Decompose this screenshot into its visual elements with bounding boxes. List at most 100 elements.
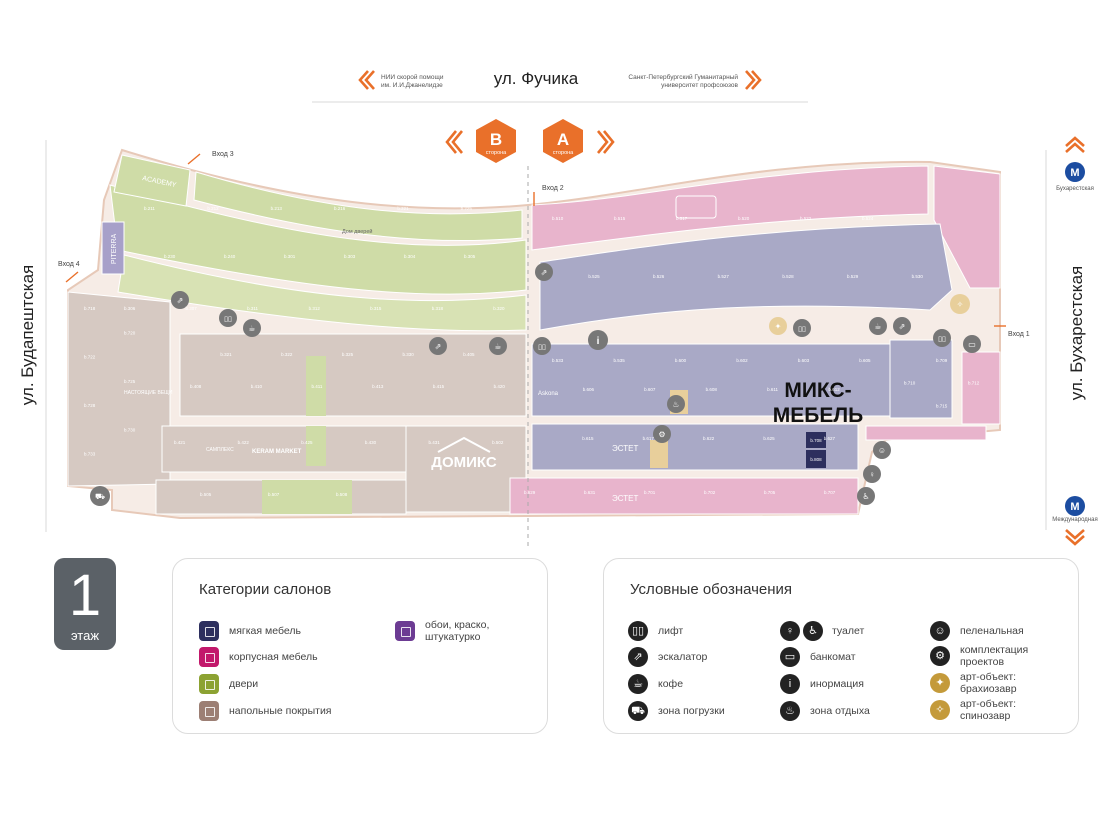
legend-rest-zone: ♨ зона отдыха bbox=[780, 701, 870, 721]
info-icon: i bbox=[588, 330, 608, 350]
legend-escalator: ⇗ эскалатор bbox=[628, 647, 707, 667]
chevron-right-icon bbox=[596, 130, 615, 154]
svg-text:i: i bbox=[597, 336, 600, 347]
wardrobe-icon bbox=[199, 647, 219, 667]
door-strip bbox=[306, 356, 326, 416]
legend-label: пеленальная bbox=[960, 625, 1024, 637]
nastoy-label: НАСТОЯЩИЕ ВЕЩИ bbox=[124, 390, 173, 396]
zone-a-pink-strip bbox=[865, 425, 987, 441]
svg-text:⚙: ⚙ bbox=[658, 430, 665, 439]
coffee-icon: ☕ bbox=[869, 317, 887, 335]
unit-number: b.608 bbox=[706, 387, 718, 392]
unit-number: b.431 bbox=[429, 440, 441, 445]
zone-b-west-block bbox=[67, 291, 171, 487]
legend-label: комплектация проектов bbox=[960, 644, 1029, 668]
unit-number: b.707 bbox=[824, 490, 836, 495]
askona-label: Askona bbox=[538, 391, 559, 397]
side-a-badge bbox=[543, 119, 583, 163]
baby-room-icon: ☺ bbox=[873, 441, 891, 459]
unit-number: b.507 bbox=[268, 492, 280, 497]
zone-a-east-block bbox=[933, 165, 1001, 289]
categories-panel: Категории салонов мягкая мебель корпусна… bbox=[172, 558, 548, 734]
entrance-3-label: Вход 3 bbox=[212, 151, 234, 158]
escalator-icon: ⇗ bbox=[628, 647, 648, 667]
svg-text:☕: ☕ bbox=[874, 322, 881, 331]
unit-number: b.515 bbox=[614, 216, 626, 221]
unit-number: b.600 bbox=[675, 358, 687, 363]
unit-number: b.530 bbox=[912, 274, 924, 279]
chevron-left-icon bbox=[445, 130, 464, 154]
coffee-icon: ☕ bbox=[628, 674, 648, 694]
legend-label: лифт bbox=[658, 625, 684, 637]
legend-atm: ▭ банкомат bbox=[780, 647, 856, 667]
door-strip bbox=[306, 426, 326, 466]
category-flooring: напольные покрытия bbox=[199, 701, 332, 721]
elevator-icon: ▯▯ bbox=[933, 329, 951, 347]
unit-number: b.705 bbox=[764, 490, 776, 495]
legend-info: i инормация bbox=[780, 674, 864, 694]
escalator-icon: ⇗ bbox=[429, 337, 447, 355]
category-label: корпусная мебель bbox=[229, 651, 318, 663]
unit-number: b.709 bbox=[936, 358, 948, 363]
entrance-2: Вход 2 bbox=[533, 185, 564, 206]
projects-icon: ⚙ bbox=[930, 646, 950, 666]
flooring-icon bbox=[199, 701, 219, 721]
unit-number: b.622 bbox=[703, 436, 715, 441]
unit-number: b.311 bbox=[247, 306, 258, 311]
unit-number: b.722 bbox=[84, 355, 96, 360]
floor-covering-strip bbox=[650, 440, 668, 468]
svg-text:♿: ♿ bbox=[862, 492, 869, 501]
category-label: двери bbox=[229, 678, 259, 690]
category-wallpaper-paint: обои, краско, штукатурко bbox=[395, 619, 525, 643]
category-label: обои, краско, штукатурко bbox=[425, 619, 490, 643]
entrance-4: Вход 4 bbox=[58, 261, 80, 283]
svg-text:♨: ♨ bbox=[672, 400, 679, 409]
unit-number: b.240 bbox=[224, 254, 236, 259]
side-a-letter: A bbox=[557, 130, 569, 149]
unit-number: b.607 bbox=[644, 387, 656, 392]
coffee-icon: ☕ bbox=[489, 337, 507, 355]
projects-icon: ⚙ bbox=[653, 425, 671, 443]
coffee-icon: ☕ bbox=[243, 319, 261, 337]
brachiosaurus-icon: ✦ bbox=[769, 317, 787, 335]
legend-label: зона отдыха bbox=[810, 705, 870, 717]
legend-label: банкомат bbox=[810, 651, 856, 663]
unit-number: b.408 bbox=[190, 384, 202, 389]
unit-number: b.304 bbox=[404, 254, 416, 259]
side-b-letter: B bbox=[490, 130, 502, 149]
unit-number: b.321 bbox=[220, 352, 232, 357]
zone-b-top-strip bbox=[193, 171, 523, 242]
svg-text:☕: ☕ bbox=[248, 324, 255, 333]
highlight-unit-lower-label: b.808 bbox=[810, 457, 822, 462]
unit-number: b.307 bbox=[186, 306, 198, 311]
highlight-unit-lower bbox=[806, 450, 826, 468]
legend-loading-zone: ⛟ зона погрузки bbox=[628, 701, 725, 721]
unit-number: b.712 bbox=[968, 381, 980, 386]
unit-number: b.710 bbox=[904, 381, 916, 386]
legend-label: инормация bbox=[810, 678, 864, 690]
svg-text:♀: ♀ bbox=[869, 470, 875, 479]
legend-label: эскалатор bbox=[658, 651, 708, 663]
landmark-left-line1: НИИ скорой помощи bbox=[381, 73, 444, 81]
elevator-icon: ▯▯ bbox=[793, 319, 811, 337]
accessible-icon: ♿ bbox=[803, 621, 823, 641]
legend-label: туалет bbox=[832, 625, 865, 637]
unit-number: b.728 bbox=[84, 403, 96, 408]
rest-zone-icon: ♨ bbox=[667, 395, 685, 413]
unit-number: b.529 bbox=[847, 274, 859, 279]
zone-b-north-row bbox=[109, 184, 527, 295]
keram-label: KERAM MARKET bbox=[252, 449, 302, 455]
entrance-1-label: Вход 1 bbox=[1008, 331, 1030, 338]
unit-number: b.502 bbox=[492, 440, 504, 445]
unit-number: b.430 bbox=[365, 440, 377, 445]
loading-zone-icon: ⛟ bbox=[90, 486, 110, 506]
estet-label-2: ЭСТЕТ bbox=[612, 494, 638, 503]
unit-number: b.730 bbox=[124, 427, 136, 432]
legend-coffee: ☕ кофе bbox=[628, 674, 683, 694]
unit-number: b.330 bbox=[403, 352, 415, 357]
unit-number: b.315 bbox=[370, 306, 382, 311]
unit-number: b.517 bbox=[676, 216, 688, 221]
legend-spinosaurus: ✧ арт-объект: спинозавр bbox=[930, 698, 1050, 722]
unit-number: b.701 bbox=[644, 490, 656, 495]
svg-text:⇗: ⇗ bbox=[899, 322, 906, 331]
